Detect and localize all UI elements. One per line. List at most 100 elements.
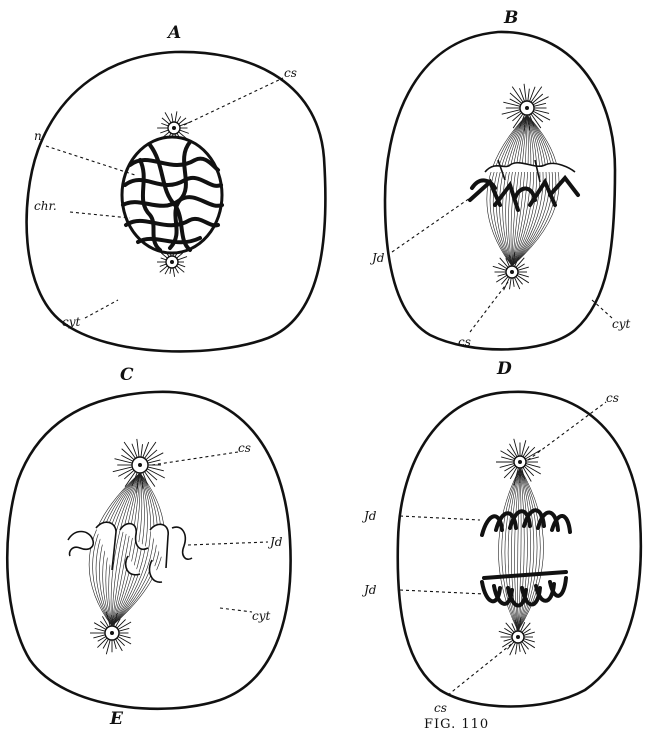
panel-e-cyt-label: cyt (252, 609, 271, 623)
panel-d-cs-bottom-label: cs (434, 701, 447, 715)
aster-ray (160, 130, 168, 133)
panel-d-cs-bottom-leader (448, 642, 514, 695)
aster-ray (498, 274, 507, 277)
centriole-dot (170, 260, 174, 264)
aster-ray (514, 277, 519, 289)
aster-ray (173, 268, 175, 277)
aster-ray (513, 278, 514, 287)
aster-ray (97, 638, 107, 648)
aster-ray (177, 116, 181, 122)
aster-ray (117, 638, 125, 646)
panel-e-spindle (89, 473, 164, 626)
panel-d-cs-leader (528, 402, 606, 460)
aster-ray (124, 470, 134, 479)
aster-ray (529, 87, 535, 102)
panel-d-cell-outline (398, 392, 641, 707)
panel-a-cyt-leader (85, 300, 118, 318)
aster-ray (121, 455, 133, 461)
panel-d: cs Jd Jd cs (361, 391, 641, 715)
aster-ray (504, 639, 513, 642)
aster-ray (103, 639, 108, 648)
panel-e-jd-label: Jd (267, 535, 283, 549)
panel-a: A cs n chr. cyt (27, 23, 326, 351)
panel-b-cyt-label: cyt (612, 317, 631, 331)
panel-b-chromosomes (470, 160, 578, 210)
panel-d-cs-label: cs (606, 391, 619, 405)
panel-b: B Jd cs cyt (369, 8, 631, 349)
panel-b-cs-label: cs (458, 335, 471, 349)
panel-e-cell-outline (7, 392, 290, 709)
centriole-dot (518, 460, 522, 464)
panel-d-jd-top-label: Jd (361, 509, 377, 523)
panel-a-cs-label: cs (284, 66, 297, 80)
panel-d-letter: D (496, 359, 512, 379)
panel-e: cs Jd cyt E (7, 392, 290, 729)
panel-b-jd-leader (392, 198, 470, 252)
panel-a-letter: A (166, 23, 181, 43)
centriole-dot (510, 270, 514, 274)
panel-e-cs-label: cs (238, 441, 251, 455)
aster-ray (119, 628, 130, 631)
aster-ray (116, 639, 123, 651)
aster-ray (171, 114, 172, 122)
aster-ray (512, 113, 521, 121)
aster-ray (165, 267, 169, 274)
aster-ray (178, 257, 187, 260)
panel-a-n-leader (46, 146, 135, 175)
aster-ray (146, 470, 157, 480)
aster-ray (502, 110, 520, 115)
panel-d-jd-bottom-leader (400, 590, 484, 594)
panel-b-letter: B (503, 8, 518, 28)
panel-d-jd-bottom-label: Jd (361, 583, 377, 597)
aster-ray (141, 444, 143, 457)
panel-a-nucleus (122, 137, 222, 253)
panel-c-letter: C (120, 365, 134, 385)
panel-a-n-label: n (34, 129, 42, 143)
panel-a-cs-leader (184, 78, 283, 125)
centriole-dot (138, 463, 142, 467)
aster-ray (528, 89, 530, 101)
panel-d-lower-chromosomes (482, 572, 566, 606)
aster-ray (175, 111, 177, 122)
panel-d-upper-chromosomes (482, 510, 570, 535)
centriole-dot (525, 106, 529, 110)
panel-b-jd-label: Jd (369, 251, 385, 265)
aster-ray (161, 258, 167, 260)
panel-a-chr-label: chr. (34, 199, 57, 213)
panel-b-cs-leader (470, 282, 508, 332)
panel-e-jd-leader (188, 542, 268, 545)
aster-ray (175, 267, 179, 273)
centriole-dot (516, 635, 520, 639)
centriole-dot (172, 126, 176, 130)
aster-ray (516, 643, 518, 654)
panel-d-jd-top-leader (400, 516, 480, 520)
aster-ray (520, 642, 525, 654)
aster-ray (506, 623, 514, 633)
aster-ray (146, 450, 157, 460)
aster-ray (510, 278, 512, 289)
aster-ray (178, 264, 186, 267)
aster-ray (161, 123, 168, 126)
panel-e-cyt-leader (220, 608, 252, 612)
panel-a-chr-leader (70, 212, 130, 218)
aster-ray (132, 444, 137, 458)
aster-ray (180, 130, 189, 133)
aster-ray (522, 623, 530, 633)
aster-ray (519, 643, 520, 652)
aster-ray (524, 84, 526, 101)
aster-ray (507, 449, 515, 457)
panel-e-letter: E (109, 709, 124, 729)
aster-ray (148, 460, 161, 463)
panel-a-cyt-label: cyt (62, 315, 81, 329)
panel-e-cs-leader (152, 452, 238, 465)
aster-ray (137, 439, 139, 457)
aster-ray (170, 268, 171, 274)
aster-ray (114, 640, 116, 649)
aster-ray (160, 264, 167, 266)
aster-ray (95, 628, 106, 631)
centriole-dot (110, 631, 114, 635)
panel-d-centrosome-top (496, 439, 541, 485)
aster-ray (514, 439, 519, 456)
aster-ray (143, 442, 149, 457)
